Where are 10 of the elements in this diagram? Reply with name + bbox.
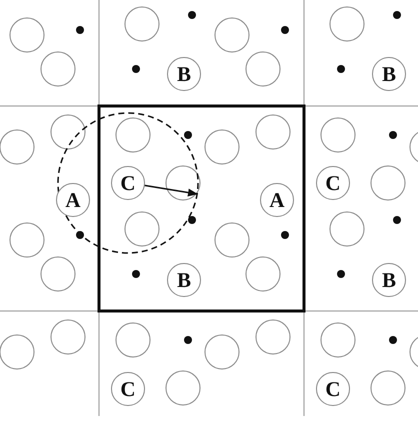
labelled-particle: B [372, 57, 406, 91]
labelled-particle: C [316, 372, 350, 406]
labelled-particle: C [316, 166, 350, 200]
labelled-particle: A [56, 183, 90, 217]
labelled-particle: B [167, 57, 201, 91]
labelled-particle: C [111, 372, 145, 406]
labelled-particle: B [167, 263, 201, 297]
labelled-particle: C [111, 166, 145, 200]
labelled-particle: B [372, 263, 406, 297]
labelled-particle: A [260, 183, 294, 217]
